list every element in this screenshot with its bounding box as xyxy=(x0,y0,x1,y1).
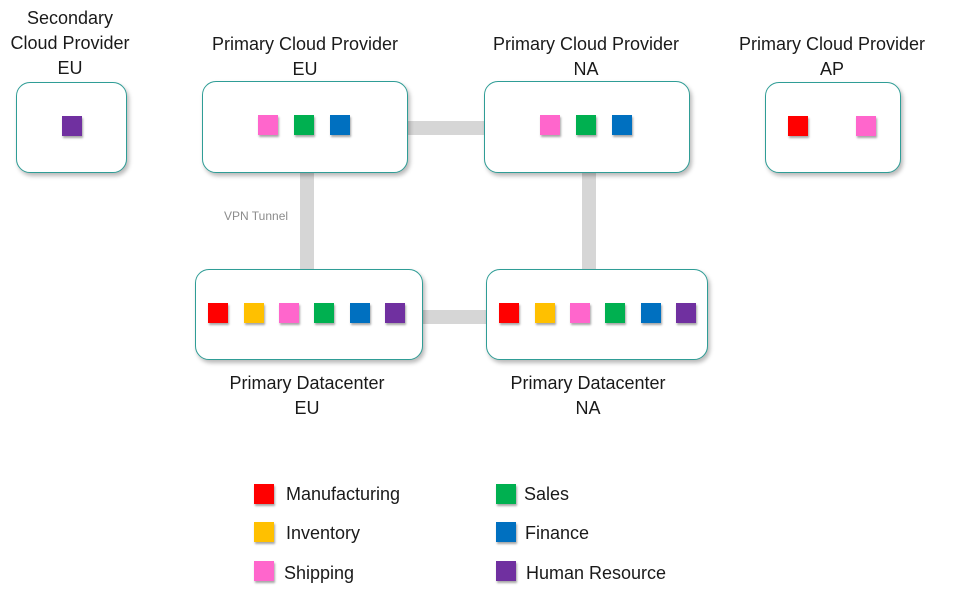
shipping-square xyxy=(540,115,560,135)
sales-square xyxy=(314,303,334,323)
secondary-cloud-eu-line3: EU xyxy=(57,58,83,78)
finance-square xyxy=(641,303,661,323)
finance-square xyxy=(350,303,370,323)
connector-cloud-eu-to-dc-eu xyxy=(300,172,314,272)
cloud-na-line2: NA xyxy=(573,59,599,79)
cloud-ap-box xyxy=(765,82,901,173)
legend-label-sales: Sales xyxy=(524,484,570,504)
legend-label-manufacturing: Manufacturing xyxy=(286,484,401,504)
connector-cloud-na-to-dc-na xyxy=(582,172,596,272)
inventory-square xyxy=(244,303,264,323)
shipping-square xyxy=(570,303,590,323)
human-resource-square xyxy=(676,303,696,323)
sales-square xyxy=(294,115,314,135)
cloud-eu-line1: Primary Cloud Provider xyxy=(211,34,399,54)
manufacturing-square xyxy=(788,116,808,136)
legend-swatch-sales xyxy=(496,484,516,504)
manufacturing-square xyxy=(499,303,519,323)
sales-square xyxy=(605,303,625,323)
shipping-square xyxy=(279,303,299,323)
dc-eu-box xyxy=(195,269,423,360)
secondary-cloud-eu-line1: Secondary xyxy=(26,8,114,28)
legend-swatch-human-resource xyxy=(496,561,516,581)
legend-label-inventory: Inventory xyxy=(286,523,361,543)
connector-dc-eu-to-dc-na xyxy=(421,310,488,324)
vpn-tunnel-label: VPN Tunnel xyxy=(224,209,289,223)
connector-cloud-eu-to-cloud-na xyxy=(406,121,486,135)
legend-swatch-manufacturing xyxy=(254,484,274,504)
legend-swatch-finance xyxy=(496,522,516,542)
finance-square xyxy=(330,115,350,135)
dc-na-line2: NA xyxy=(575,398,601,418)
dc-na-label: Primary Datacenter NA xyxy=(473,371,703,421)
cloud-na-label: Primary Cloud Provider NA xyxy=(471,32,701,82)
cloud-eu-box xyxy=(202,81,408,173)
manufacturing-square xyxy=(208,303,228,323)
cloud-na-line1: Primary Cloud Provider xyxy=(492,34,680,54)
cloud-ap-line2: AP xyxy=(819,59,844,79)
secondary-cloud-eu-line2: Cloud Provider xyxy=(10,33,130,53)
cloud-ap-label: Primary Cloud Provider AP xyxy=(717,32,947,82)
sales-square xyxy=(576,115,596,135)
secondary-cloud-eu-box xyxy=(16,82,127,173)
shipping-square xyxy=(258,115,278,135)
shipping-square xyxy=(856,116,876,136)
finance-square xyxy=(612,115,632,135)
dc-na-line1: Primary Datacenter xyxy=(510,373,666,393)
legend-swatch-inventory xyxy=(254,522,274,542)
inventory-square xyxy=(535,303,555,323)
cloud-na-box xyxy=(484,81,690,173)
legend-label-shipping: Shipping xyxy=(284,563,355,583)
human-resource-square xyxy=(385,303,405,323)
legend-label-finance: Finance xyxy=(525,523,590,543)
cloud-eu-label: Primary Cloud Provider EU xyxy=(190,32,420,82)
secondary-cloud-eu-label: Secondary Cloud Provider EU xyxy=(0,6,140,81)
cloud-eu-line2: EU xyxy=(292,59,318,79)
legend-swatch-shipping xyxy=(254,561,274,581)
legend-label-human-resource: Human Resource xyxy=(526,563,667,583)
human-resource-square xyxy=(62,116,82,136)
cloud-ap-line1: Primary Cloud Provider xyxy=(738,34,926,54)
dc-na-box xyxy=(486,269,708,360)
dc-eu-label: Primary Datacenter EU xyxy=(192,371,422,421)
dc-eu-line2: EU xyxy=(294,398,320,418)
dc-eu-line1: Primary Datacenter xyxy=(229,373,385,393)
